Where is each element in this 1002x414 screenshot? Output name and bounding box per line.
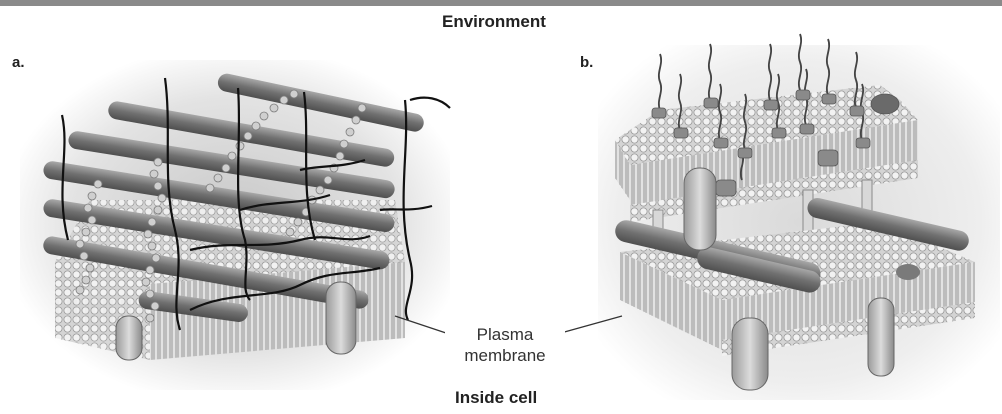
panel-a-label: a. (12, 54, 25, 71)
panel-b-lower-membrane-bottom (722, 302, 975, 356)
panel-b-protein-lower-right (867, 297, 895, 377)
panel-b-rods (615, 197, 969, 293)
callout-line-2: membrane (464, 346, 546, 365)
panel-a-bead-chains (75, 89, 367, 323)
panel-b-small-protein (896, 264, 920, 280)
plasma-membrane-callout: Plasma membrane (445, 324, 565, 366)
panel-b-lower-membrane-front (620, 252, 722, 350)
panel-b-lower-membrane-face (722, 262, 975, 350)
panel-a-protein-left (115, 315, 143, 361)
panel-b-protein-lower-left (731, 317, 769, 391)
panel-a-illustration (20, 60, 451, 390)
panel-b-protein-upper (683, 167, 717, 251)
panel-a-fibers (60, 77, 451, 331)
inside-cell-label: Inside cell (455, 388, 538, 407)
top-border (0, 0, 1002, 6)
panel-b-upper-membrane-top (615, 100, 918, 165)
callout-line-1: Plasma (476, 325, 534, 344)
panel-a-protein-right (325, 281, 357, 355)
panel-b-label: b. (580, 54, 594, 71)
panel-b-illustration (598, 33, 1000, 400)
panel-b-glycoproteins (651, 89, 900, 197)
environment-label: Environment (442, 12, 546, 31)
panel-b-upper-membrane-front (615, 140, 630, 200)
